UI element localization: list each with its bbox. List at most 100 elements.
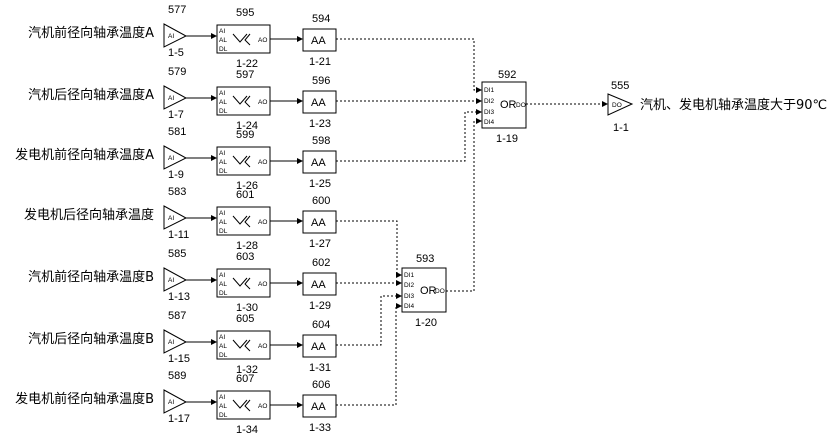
compare-id: 597 — [236, 69, 254, 81]
signal-label: 汽机后径向轴承温度B — [28, 331, 154, 347]
aa-sub: 1-21 — [309, 56, 331, 68]
compare-sub: 1-34 — [236, 424, 258, 436]
or-block-592[interactable]: 592 1-19 DI1 DI2 DI3 DI4 OR DO — [481, 69, 527, 145]
aa-label: AA — [311, 217, 326, 229]
ai-id: 581 — [168, 126, 186, 138]
aa-label: AA — [311, 341, 326, 353]
or-port-di3: DI3 — [484, 109, 495, 116]
compare-port-al: AL — [219, 37, 227, 44]
aa-sub: 1-31 — [309, 362, 331, 374]
compare-sub: 1-24 — [236, 120, 258, 132]
ai-sub: 1-7 — [168, 109, 184, 121]
ai-sub: 1-17 — [168, 413, 190, 425]
aa-sub: 1-27 — [309, 238, 331, 250]
signal-label: 汽机后径向轴承温度A — [28, 87, 154, 103]
compare-port-dl: DL — [219, 412, 228, 419]
aa-sub: 1-25 — [309, 178, 331, 190]
compare-port-al: AL — [219, 159, 227, 166]
compare-port-ao: AO — [258, 343, 267, 350]
ai-port-label: AI — [168, 215, 174, 222]
signal-row: 汽机后径向轴承温度B587AI1-15605AIALDLAO1-32604AA1… — [28, 310, 337, 376]
compare-port-al: AL — [219, 343, 227, 350]
ai-port-label: AI — [168, 277, 174, 284]
do-output-block[interactable]: 555 DO 1-1 汽机、发电机轴承温度大于90℃ — [607, 80, 827, 134]
do-port-label: DO — [612, 102, 622, 109]
aa-label: AA — [311, 157, 326, 169]
signal-label: 发电机前径向轴承温度B — [15, 391, 154, 407]
ai-port-label: AI — [168, 95, 174, 102]
or-port-di2: DI2 — [404, 282, 415, 289]
ai-id: 585 — [168, 248, 186, 260]
compare-sub: 1-28 — [236, 240, 258, 252]
compare-id: 603 — [236, 251, 254, 263]
compare-sub: 1-26 — [236, 180, 258, 192]
compare-port-dl: DL — [219, 46, 228, 53]
ai-sub: 1-9 — [168, 169, 184, 181]
or-port-do: DO — [435, 288, 445, 295]
aa-id: 596 — [312, 75, 330, 87]
compare-port-ai: AI — [219, 210, 225, 217]
or-block-593[interactable]: 593 1-20 DI1 DI2 DI3 DI4 OR DO — [401, 253, 447, 329]
signal-row: 发电机后径向轴承温度583AI1-11601AIALDLAO1-28600AA1… — [24, 186, 337, 252]
ai-sub: 1-15 — [168, 353, 190, 365]
output-label: 汽机、发电机轴承温度大于90℃ — [640, 97, 827, 113]
aa-label: AA — [311, 35, 326, 47]
ai-port-label: AI — [168, 33, 174, 40]
or-block-id: 593 — [416, 253, 434, 265]
compare-port-dl: DL — [219, 352, 228, 359]
signal-row: 汽机前径向轴承温度A577AI1-5595AIALDLAO1-22594AA1-… — [28, 4, 337, 70]
aa-label: AA — [311, 279, 326, 291]
signal-row: 发电机前径向轴承温度A581AI1-9599AIALDLAO1-26598AA1… — [15, 126, 337, 192]
compare-port-dl: DL — [219, 290, 228, 297]
compare-port-ai: AI — [219, 334, 225, 341]
compare-id: 607 — [236, 373, 254, 385]
compare-sub: 1-22 — [236, 58, 258, 70]
compare-port-dl: DL — [219, 228, 228, 235]
ai-port-label: AI — [168, 339, 174, 346]
compare-id: 601 — [236, 189, 254, 201]
or-block-sub: 1-20 — [415, 317, 437, 329]
aa-id: 602 — [312, 257, 330, 269]
or-block-id: 592 — [498, 69, 516, 81]
compare-port-ai: AI — [219, 28, 225, 35]
compare-port-dl: DL — [219, 108, 228, 115]
do-sub: 1-1 — [613, 122, 629, 134]
or-port-di1: DI1 — [404, 272, 415, 279]
aa-sub: 1-29 — [309, 300, 331, 312]
compare-port-ao: AO — [258, 159, 267, 166]
or-label: OR — [500, 99, 517, 111]
compare-sub: 1-30 — [236, 302, 258, 314]
signal-row: 汽机前径向轴承温度B585AI1-13603AIALDLAO1-30602AA1… — [28, 248, 337, 314]
compare-sub: 1-32 — [236, 364, 258, 376]
compare-id: 599 — [236, 129, 254, 141]
ai-id: 579 — [168, 66, 186, 78]
signal-label: 汽机前径向轴承温度A — [28, 25, 154, 41]
compare-port-al: AL — [219, 281, 227, 288]
ai-id: 577 — [168, 4, 186, 16]
aa-sub: 1-33 — [309, 422, 331, 434]
or-block-sub: 1-19 — [496, 133, 518, 145]
